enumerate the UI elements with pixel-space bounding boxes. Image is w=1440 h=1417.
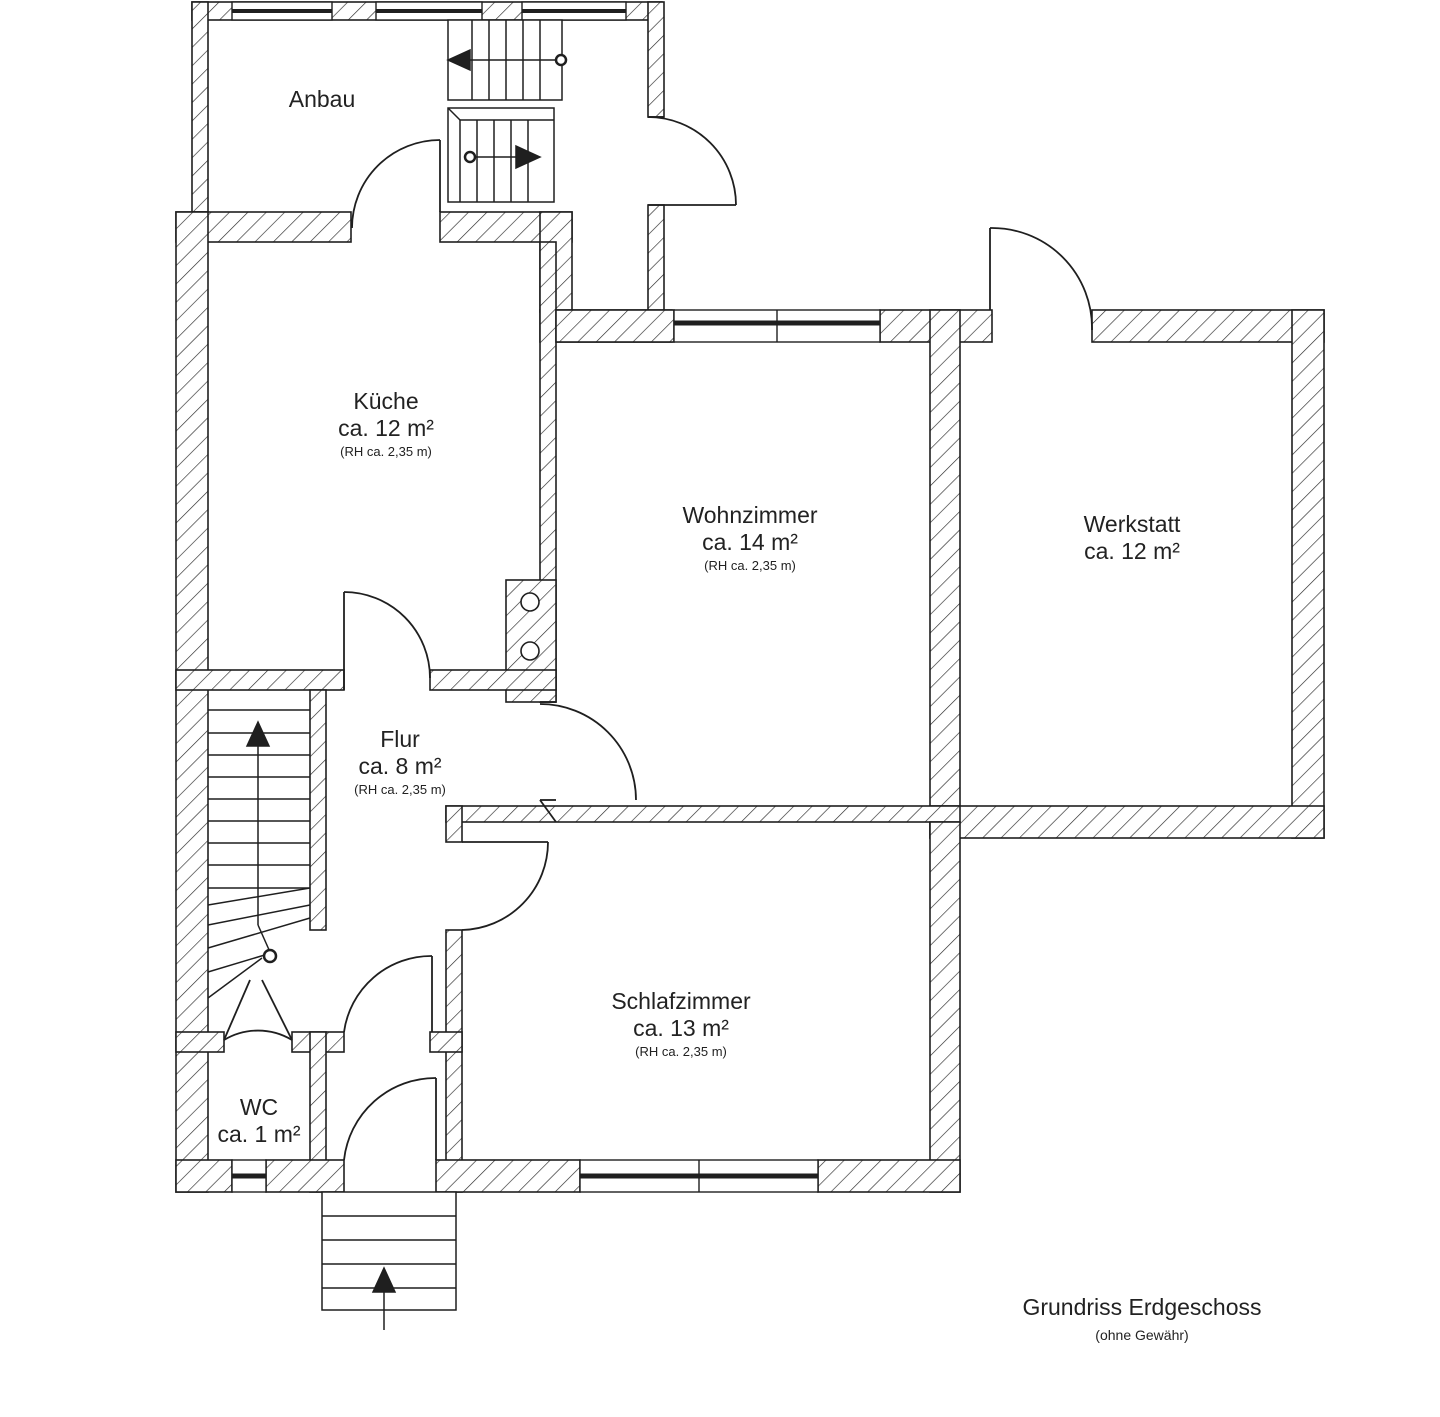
room-name-kueche: Küche <box>353 388 419 414</box>
window-wc <box>231 1159 267 1193</box>
room-height-kueche: (RH ca. 2,35 m) <box>340 444 432 460</box>
plan-disclaimer: (ohne Gewähr) <box>1095 1327 1189 1343</box>
room-height-flur: (RH ca. 2,35 m) <box>354 782 446 798</box>
wall-werkstatt-bottom <box>929 805 1325 839</box>
room-name-wc: WC <box>239 1094 279 1120</box>
flue-2 <box>520 641 540 661</box>
room-label-werkstatt: Werkstatt ca. 12 m² <box>1062 511 1202 565</box>
plan-caption: Grundriss Erdgeschoss (ohne Gewähr) <box>1000 1294 1284 1343</box>
room-height-wohnzimmer: (RH ca. 2,35 m) <box>704 558 796 574</box>
window-schlafzimmer <box>579 1159 819 1193</box>
stair-annex-upper <box>446 19 568 101</box>
wall-south-2 <box>265 1159 345 1193</box>
room-label-schlafzimmer: Schlafzimmer ca. 13 m² (RH ca. 2,35 m) <box>596 988 766 1060</box>
door-kueche-flur <box>343 591 431 690</box>
room-area-flur: ca. 8 m² <box>358 753 442 780</box>
wall-werkstatt-top <box>1091 309 1325 343</box>
room-name-wohnzimmer: Wohnzimmer <box>682 502 818 528</box>
room-name-schlafzimmer: Schlafzimmer <box>611 988 751 1014</box>
wall-kueche-bottom-left <box>175 669 345 691</box>
wall-wohn-schlaf <box>445 805 961 823</box>
room-label-flur: Flur ca. 8 m² (RH ca. 2,35 m) <box>330 726 470 798</box>
room-name-flur: Flur <box>380 726 420 752</box>
window-annex-3 <box>521 1 627 21</box>
room-area-schlafzimmer: ca. 13 m² <box>633 1015 729 1042</box>
stair-annex-lower <box>447 107 555 203</box>
room-label-wohnzimmer: Wohnzimmer ca. 14 m² (RH ca. 2,35 m) <box>664 502 836 574</box>
room-name-werkstatt: Werkstatt <box>1083 511 1181 537</box>
door-wc <box>223 979 293 1041</box>
stair-main <box>207 709 311 999</box>
wall-south-3 <box>435 1159 581 1193</box>
room-area-kueche: ca. 12 m² <box>338 415 434 442</box>
room-area-wohnzimmer: ca. 14 m² <box>702 529 798 556</box>
wall-schlaf-east <box>929 821 961 1193</box>
wall-flur-stub <box>445 805 463 843</box>
doors <box>223 116 1093 1161</box>
chimney-flues <box>520 592 540 661</box>
wall-annex-right-lower <box>647 204 665 313</box>
wall-wohn-werkstatt <box>929 309 961 839</box>
wall-south-4 <box>817 1159 961 1193</box>
wall-schlaf-west-jog <box>429 1031 463 1053</box>
wall-north-wohn-left <box>555 309 675 343</box>
wall-schlaf-west <box>445 929 463 1193</box>
room-name-anbau: Anbau <box>288 86 356 112</box>
door-anbau-kueche <box>351 139 441 229</box>
wall-south-1 <box>175 1159 233 1193</box>
door-flur-wohnzimmer <box>539 701 637 823</box>
room-height-schlafzimmer: (RH ca. 2,35 m) <box>635 1044 727 1060</box>
plan-title: Grundriss Erdgeschoss <box>1022 1294 1262 1320</box>
door-flur-front <box>343 955 433 1033</box>
room-area-wc: ca. 1 m² <box>217 1121 301 1148</box>
wall-stair-inner <box>309 689 327 931</box>
stairs <box>207 19 568 1330</box>
window-annex-2 <box>375 1 483 21</box>
room-label-wc: WC ca. 1 m² <box>208 1094 310 1148</box>
window-wohnzimmer <box>673 309 881 343</box>
door-werkstatt <box>989 227 1093 331</box>
room-area-werkstatt: ca. 12 m² <box>1084 538 1180 565</box>
windows <box>231 1 881 1193</box>
room-label-kueche: Küche ca. 12 m² (RH ca. 2,35 m) <box>316 388 456 460</box>
wall-werkstatt-right <box>1291 309 1325 839</box>
wall-wc-top-left <box>175 1031 225 1053</box>
wall-annex-right-upper <box>647 1 665 118</box>
door-flur-schlafzimmer <box>461 841 549 931</box>
stair-entrance <box>321 1191 457 1330</box>
door-annex-exterior <box>647 116 737 206</box>
window-annex-1 <box>231 1 333 21</box>
room-label-anbau: Anbau <box>262 86 382 113</box>
wall-annex-left <box>191 1 209 213</box>
wall-kueche-bottom-right <box>429 669 557 691</box>
door-entrance <box>343 1077 437 1161</box>
flue-1 <box>520 592 540 612</box>
